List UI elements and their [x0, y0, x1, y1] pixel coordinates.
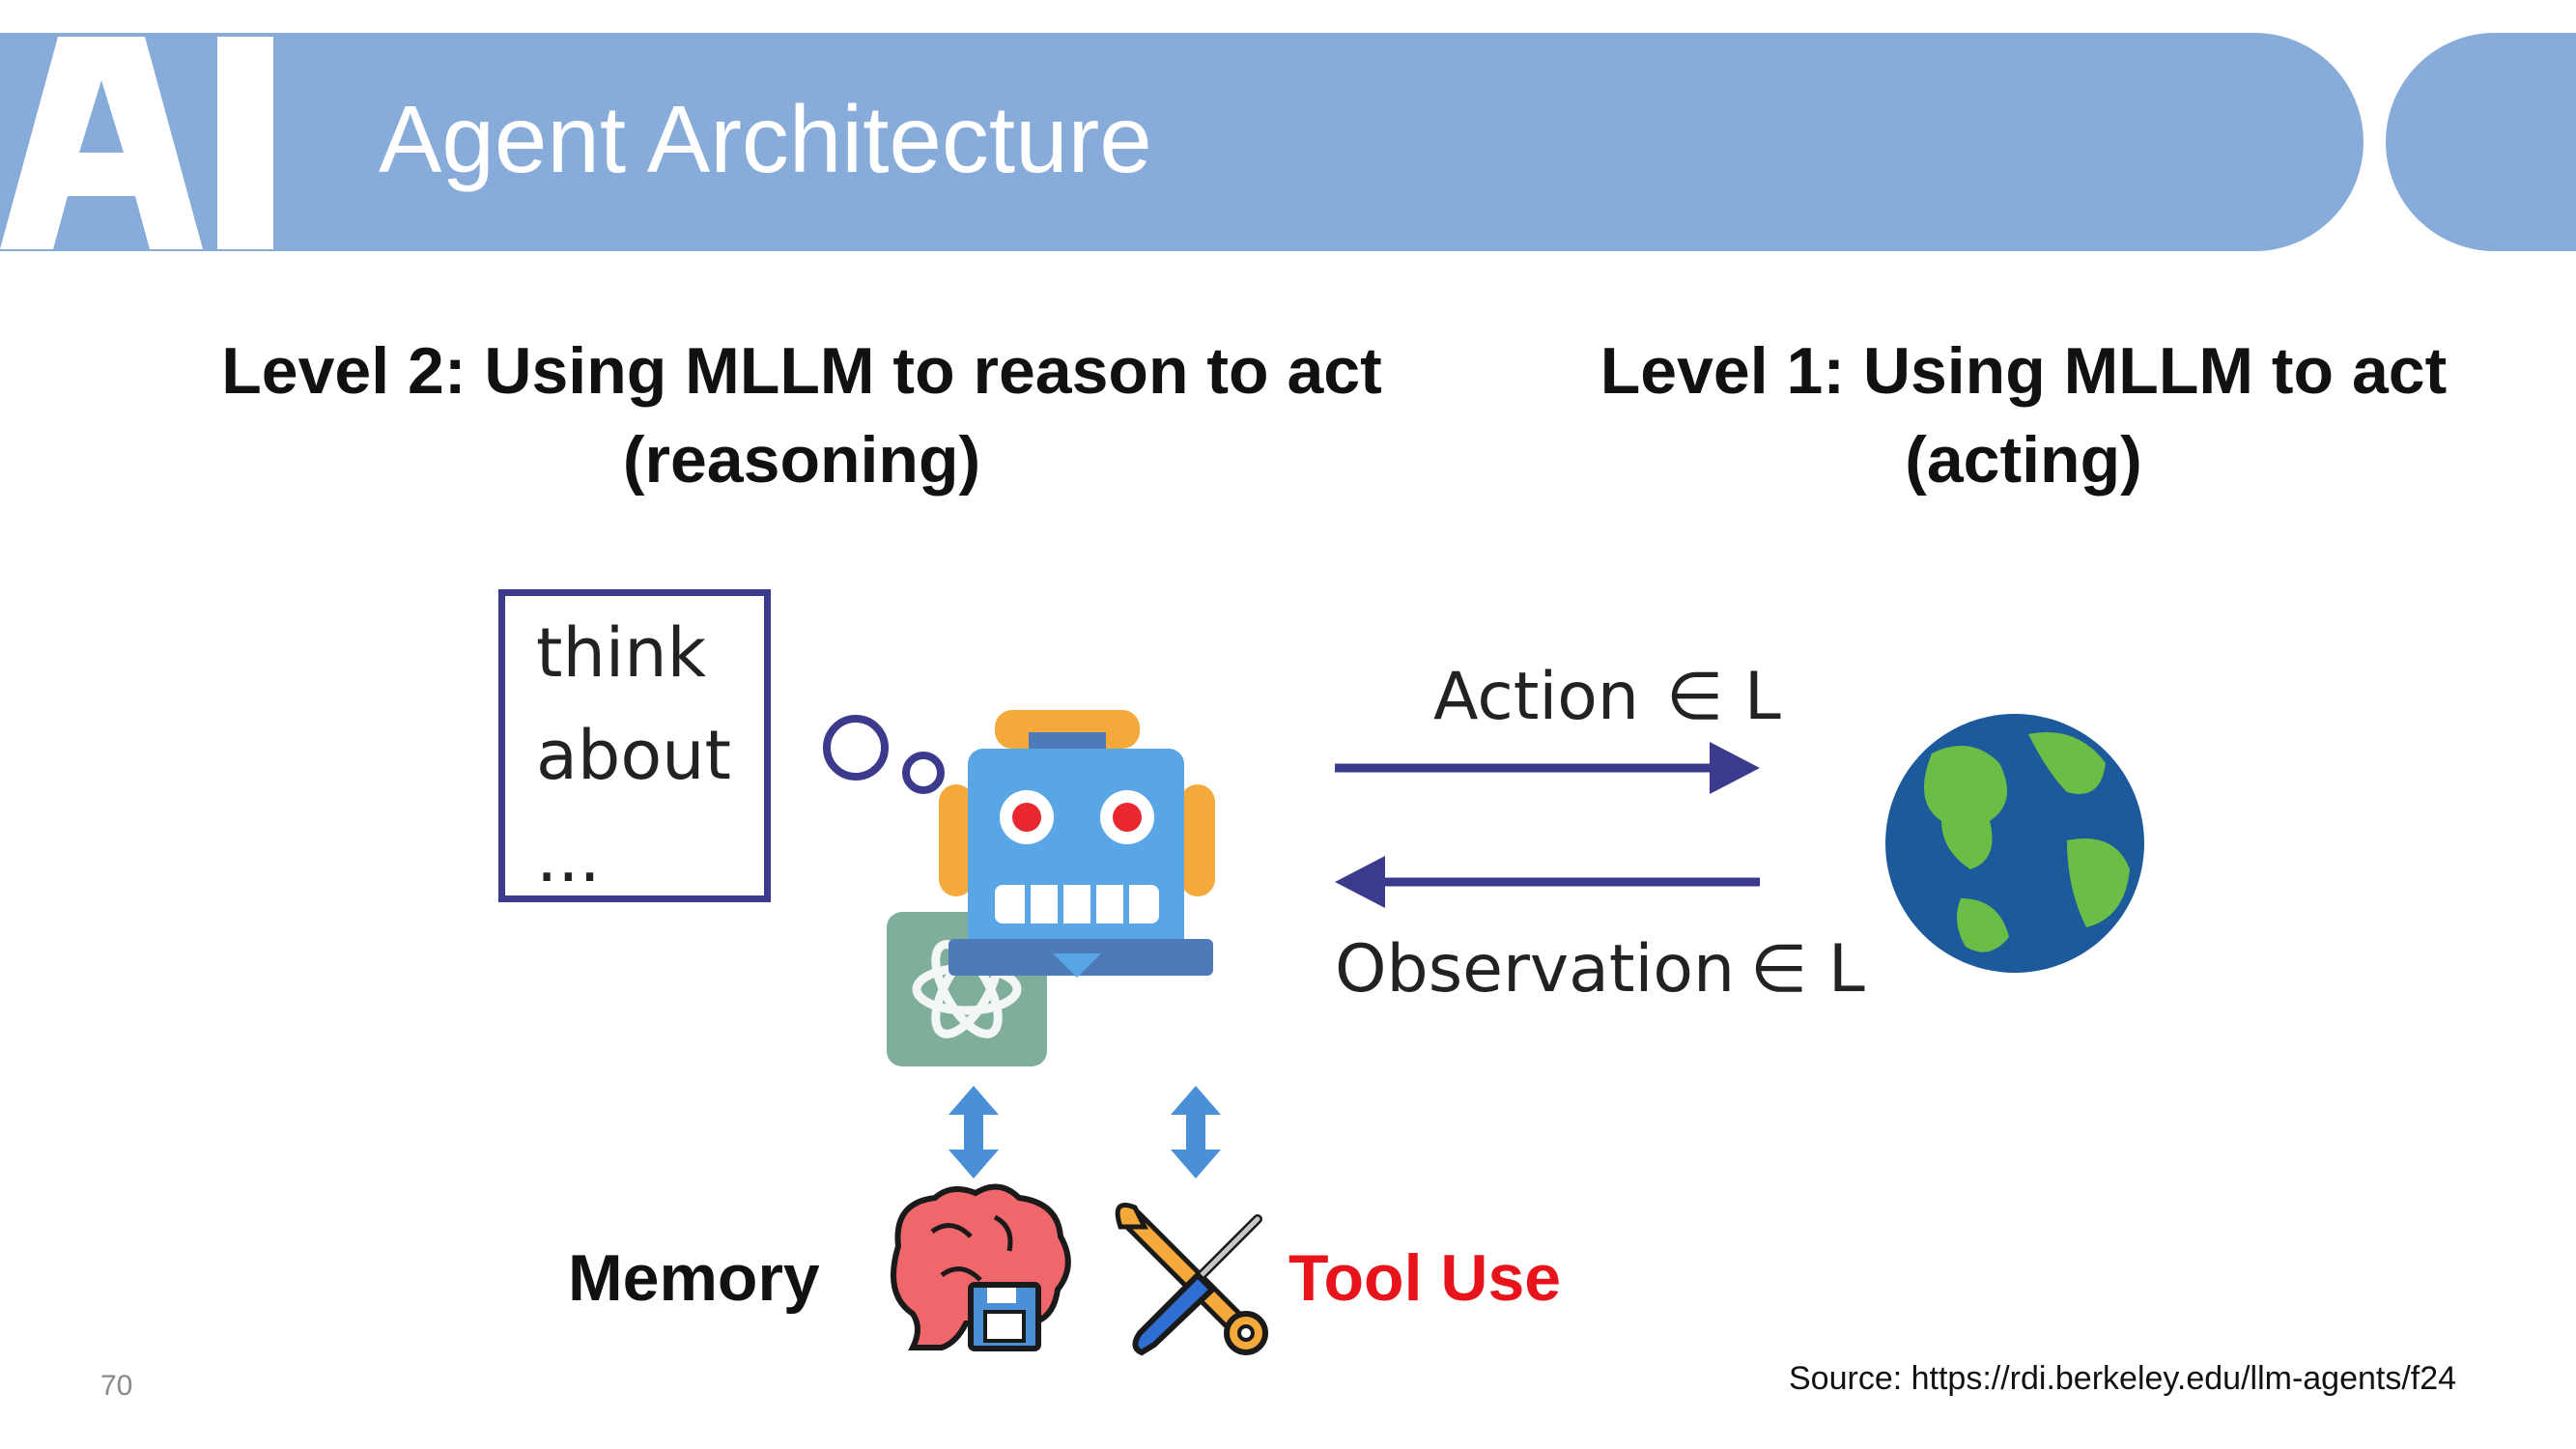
memory-label: Memory: [568, 1241, 820, 1315]
level2-heading-line2: (reasoning): [622, 423, 981, 497]
source-citation: Source: https://rdi.berkeley.edu/llm-age…: [1789, 1360, 2457, 1397]
observation-element-of-language: ∈ L: [1750, 931, 1865, 1008]
memory-double-arrow: [948, 1086, 999, 1179]
action-arrow: [1335, 742, 1760, 794]
level1-heading-line1: Level 1: Using MLLM to act: [1599, 334, 2448, 408]
level1-heading: Level 1: Using MLLM to act (acting): [1492, 327, 2555, 504]
observation-arrow: [1335, 856, 1760, 908]
level2-heading-line1: Level 2: Using MLLM to reason to act: [221, 334, 1382, 408]
globe-environment-icon: [1885, 714, 2144, 973]
action-label: Action: [1433, 659, 1639, 735]
think-line-1: think: [536, 613, 707, 693]
slide-title: Agent Architecture: [379, 86, 1152, 192]
robot-agent-icon: [939, 710, 1215, 978]
tool-use-label: Tool Use: [1288, 1241, 1562, 1315]
page-number: 70: [100, 1370, 133, 1402]
think-line-2: about: [536, 716, 731, 795]
observation-label: Observation: [1335, 931, 1736, 1008]
header-end-cap: [2386, 33, 2576, 251]
action-element-of-language: ∈ L: [1666, 659, 1781, 735]
tool-double-arrow: [1171, 1086, 1221, 1179]
tools-wrench-screwdriver-icon: [1115, 1203, 1268, 1356]
thought-bubble-icon: [823, 715, 945, 794]
ai-logo: [0, 37, 333, 249]
think-line-3: ...: [536, 818, 601, 897]
level1-heading-line2: (acting): [1905, 423, 2142, 497]
think-box: think about ...: [498, 589, 771, 902]
header-bar: [0, 33, 2364, 251]
level2-heading: Level 2: Using MLLM to reason to act (re…: [106, 327, 1497, 504]
brain-memory-icon: [891, 1183, 1071, 1351]
